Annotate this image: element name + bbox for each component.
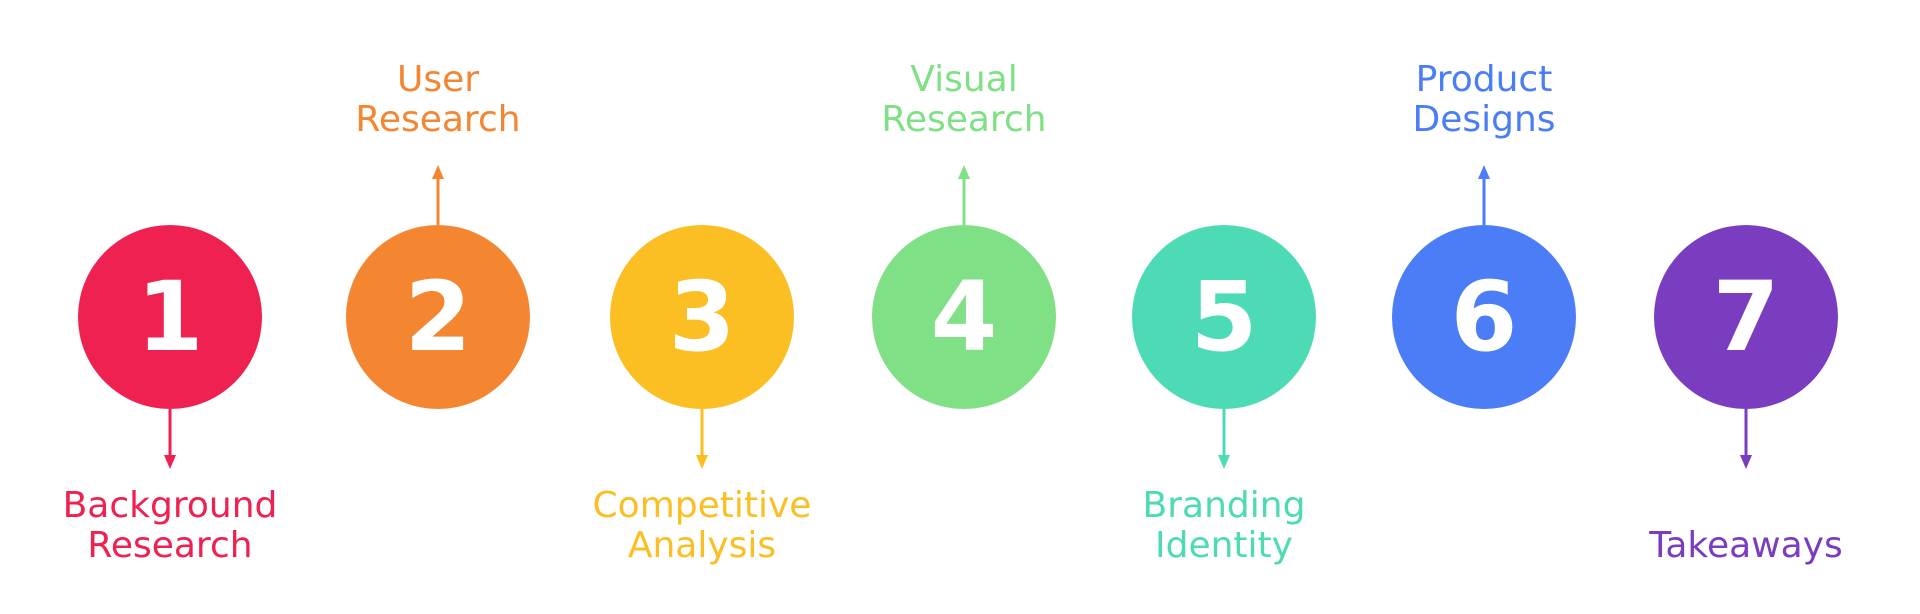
step-label-line: Takeaways xyxy=(1649,525,1843,566)
step-label-line: Research xyxy=(87,525,253,566)
step-label-line: Background xyxy=(62,485,278,526)
arrow-down-icon xyxy=(1740,409,1752,469)
step-label-line: Competitive xyxy=(592,485,812,526)
step-number: 5 xyxy=(1190,261,1258,373)
step-number: 4 xyxy=(930,261,998,373)
step-number: 2 xyxy=(404,261,472,373)
step-label-line: Product xyxy=(1415,59,1553,100)
step-label-line: Research xyxy=(355,99,521,140)
step-number: 7 xyxy=(1712,261,1780,373)
arrow-down-icon xyxy=(164,409,176,469)
step-7: 7 Takeaways xyxy=(1616,0,1876,614)
step-circle: 1 xyxy=(78,225,262,409)
arrow-down-icon xyxy=(696,409,708,469)
step-circle: 4 xyxy=(872,225,1056,409)
arrow-up-icon xyxy=(1478,165,1490,225)
step-label-line: Visual xyxy=(910,59,1018,100)
arrow-up-icon xyxy=(958,165,970,225)
step-circle: 3 xyxy=(610,225,794,409)
step-label-line: Identity xyxy=(1155,525,1293,566)
step-number: 3 xyxy=(668,261,736,373)
step-label-line: Research xyxy=(881,99,1047,140)
step-circle: 5 xyxy=(1132,225,1316,409)
step-label: Takeaways xyxy=(1616,526,1876,566)
arrow-up-icon xyxy=(432,165,444,225)
step-number: 1 xyxy=(136,261,204,373)
step-label-line: Branding xyxy=(1142,485,1306,526)
step-circle: 7 xyxy=(1654,225,1838,409)
step-number: 6 xyxy=(1450,261,1518,373)
step-circle: 2 xyxy=(346,225,530,409)
step-label-line: User xyxy=(396,59,480,100)
step-label-line: Analysis xyxy=(627,525,777,566)
step-circle: 6 xyxy=(1392,225,1576,409)
arrow-down-icon xyxy=(1218,409,1230,469)
step-label-line: Designs xyxy=(1412,99,1556,140)
